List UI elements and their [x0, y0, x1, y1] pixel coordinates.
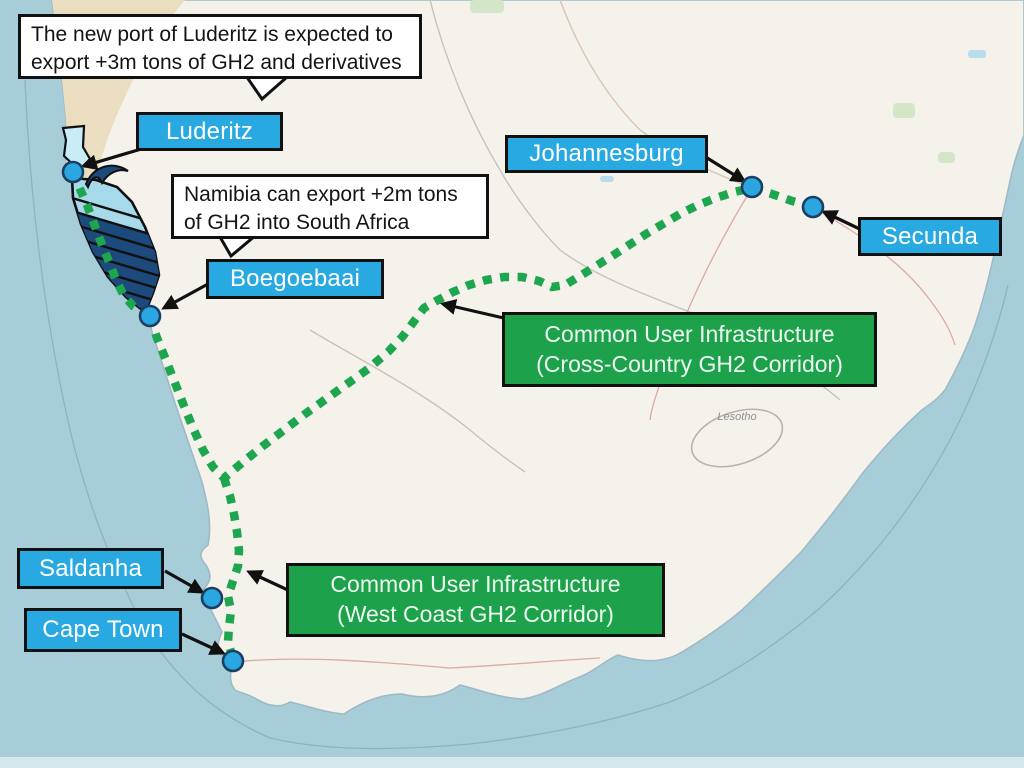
lesotho-label: Lesotho [717, 411, 756, 423]
city-label-text: Johannesburg [529, 140, 684, 167]
box-west-coast-corridor: Common User Infrastructure (West Coast G… [286, 563, 665, 637]
city-dot-cape-town [221, 649, 245, 673]
box-cross-country-corridor: Common User Infrastructure (Cross-Countr… [502, 312, 877, 387]
lesotho-boundary [690, 408, 784, 468]
park-patch [938, 152, 955, 163]
city-dot-secunda [801, 195, 825, 219]
city-dot-luderitz [61, 160, 85, 184]
label-boegoebaai: Boegoebaai [206, 259, 384, 299]
road-line [559, 0, 753, 189]
city-dot-boegoebaai [138, 304, 162, 328]
label-saldanha: Saldanha [17, 548, 164, 589]
gh2-zone-hook [84, 164, 129, 190]
route-west-coast [219, 476, 244, 662]
maritime-boundary [24, 79, 1009, 750]
city-dot-johannesburg [740, 175, 764, 199]
dam-patch [968, 50, 986, 58]
arrow-cross-country [439, 299, 509, 321]
callout-line: The new port of Luderitz is expected to [31, 23, 393, 46]
city-label-text: Secunda [881, 222, 979, 250]
label-secunda: Secunda [858, 217, 1002, 256]
dam-patch [600, 176, 614, 182]
park-patch [893, 103, 915, 118]
city-dot-saldanha [200, 586, 224, 610]
city-label-text: Saldanha [38, 554, 143, 582]
arrow-saldanha [164, 569, 205, 594]
label-luderitz: Luderitz [136, 112, 283, 151]
bottom-edge [0, 757, 1024, 768]
park-patch [470, 0, 504, 13]
corridor-label-line: (West Coast GH2 Corridor) [337, 601, 614, 627]
callout-line: Namibia can export +2m tons [184, 183, 458, 206]
city-dots [61, 160, 825, 673]
corridor-label-line: Common User Infrastructure [330, 571, 621, 598]
arrow-johannesburg [703, 154, 747, 183]
arrow-west-coast [246, 570, 291, 593]
label-cape-town: Cape Town [24, 608, 182, 652]
corridor-label-line: Common User Infrastructure [544, 320, 835, 347]
callout-line: of GH2 into South Africa [184, 210, 410, 234]
city-label-text: Cape Town [42, 616, 164, 643]
road-line [234, 657, 601, 669]
city-label-text: Luderitz [166, 117, 253, 145]
label-johannesburg: Johannesburg [505, 135, 708, 173]
route-cross-country [145, 183, 815, 484]
arrow-cape-town [181, 632, 226, 655]
arrow-boegoebaai [161, 282, 209, 310]
callout-luderitz-note: The new port of Luderitz is expected to … [18, 14, 422, 79]
road-line [812, 206, 956, 346]
corridor-label-line: (Cross-Country GH2 Corridor) [536, 350, 843, 377]
callout-namibia-note: Namibia can export +2m tons of GH2 into … [171, 174, 489, 239]
callout-line: export +3m tons of GH2 and derivatives [31, 50, 402, 74]
city-label-text: Boegoebaai [229, 265, 361, 292]
route-luderitz-link [69, 170, 153, 321]
boundary-line [309, 329, 526, 473]
